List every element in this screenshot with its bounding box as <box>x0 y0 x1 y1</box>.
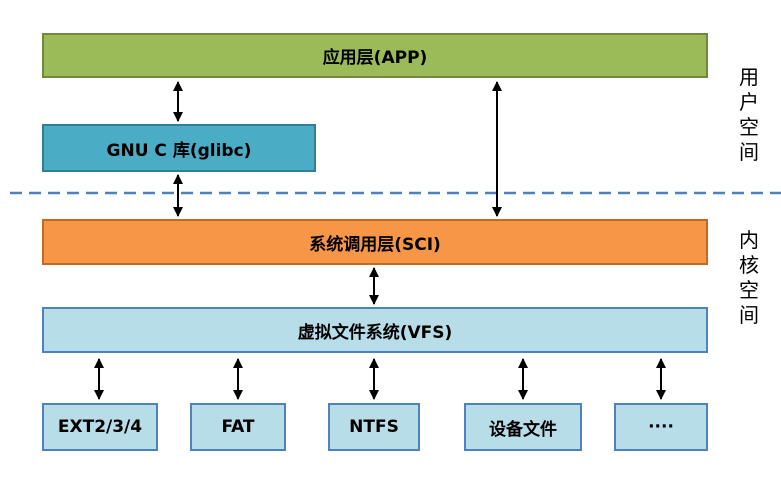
fs-device-file: 设备文件 <box>464 403 582 451</box>
vfs-layer: 虚拟文件系统(VFS) <box>42 307 708 353</box>
fs-fat: FAT <box>190 403 286 451</box>
kernel-space-label: 内核空间 <box>739 228 759 327</box>
app-layer: 应用层(APP) <box>42 33 708 78</box>
user-space-label: 用户空间 <box>739 65 759 164</box>
sci-layer: 系统调用层(SCI) <box>42 219 708 265</box>
glibc-layer: GNU C 库(glibc) <box>42 124 316 172</box>
fs-more: ···· <box>614 403 708 451</box>
fs-ntfs: NTFS <box>328 403 420 451</box>
fs-ext: EXT2/3/4 <box>42 403 158 451</box>
